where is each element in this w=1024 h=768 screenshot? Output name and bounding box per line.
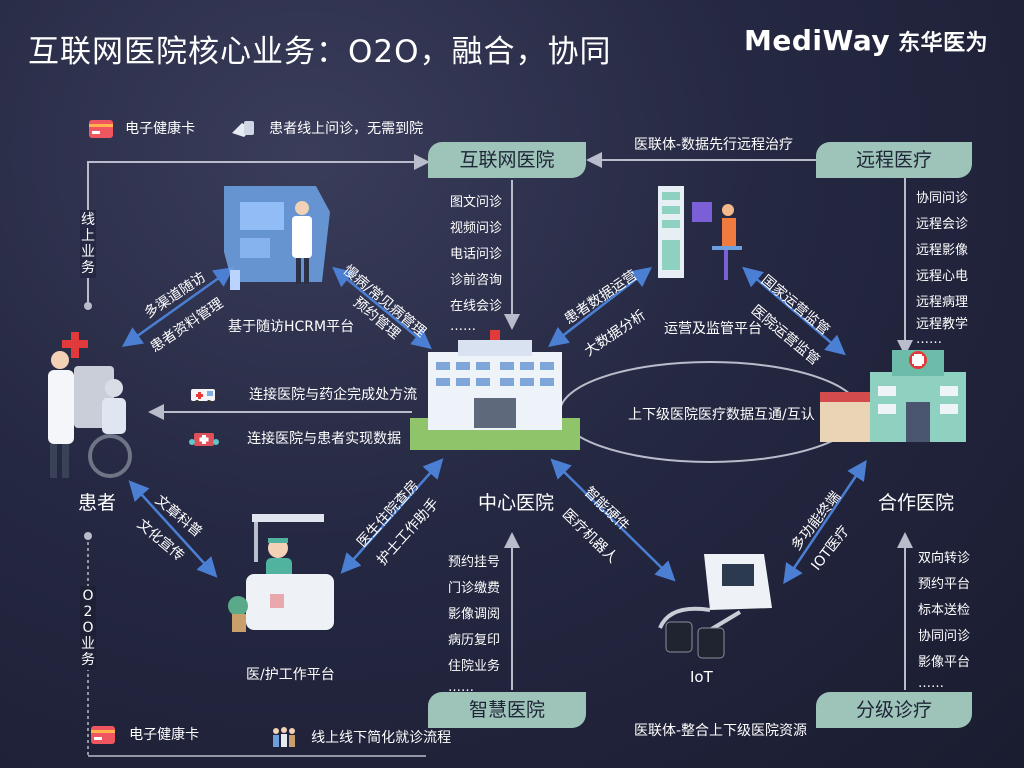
center-hospital-label: 中心医院 [478, 492, 555, 514]
bottom-flow-label: 线上线下简化就诊流程 [311, 729, 452, 746]
list-item: 电话问诊 [450, 247, 503, 262]
top-health-card: 电子健康卡 [88, 118, 195, 139]
hcrm-platform-illustration [224, 186, 330, 290]
list-item: 远程影像 [916, 243, 969, 258]
list-item: …… [916, 332, 942, 347]
list-item: 影像调阅 [448, 607, 501, 622]
credit-card-icon [91, 725, 115, 744]
bottom-flow: 线上线下简化就诊流程 [270, 726, 451, 748]
list-item: …… [918, 676, 944, 691]
list-item: 远程心电 [916, 269, 969, 284]
ops-platform-illustration [658, 186, 742, 280]
logo-en: MediWay [744, 24, 891, 57]
page-title: 互联网医院核心业务：O2O，融合，协同 [28, 34, 612, 70]
list-item: 视频问诊 [450, 221, 503, 236]
patient-label: 患者 [78, 492, 117, 514]
list-item: 影像平台 [918, 655, 971, 670]
list-item: 在线会诊 [450, 299, 503, 314]
partner-hospital-label: 合作医院 [878, 492, 955, 514]
node-remote-medical[interactable]: 远程医疗 [816, 142, 972, 178]
hand-phone-icon [232, 120, 254, 137]
ambulance-icon [191, 388, 215, 404]
patient-data-label: 连接医院与患者实现数据 [247, 431, 402, 447]
iot-label: IoT [690, 668, 713, 686]
nurse-platform-label: 医/护工作平台 [246, 667, 335, 683]
pharma-label: 连接医院与药企完成处方流 [249, 387, 418, 403]
remote-services-list: 协同问诊 远程会诊 远程影像 远程心电 远程病理 远程教学 …… [916, 186, 968, 346]
patient-illustration [48, 332, 132, 478]
hcrm-platform-label: 基于随访HCRM平台 [228, 319, 355, 335]
tiered-services-list: 双向转诊 预约平台 标本送检 协同问诊 影像平台 …… [918, 546, 970, 692]
node-tiered-care[interactable]: 分级诊疗 [816, 692, 972, 728]
list-item: …… [450, 319, 476, 334]
o2o-business-label: O2O业务 [80, 586, 96, 670]
list-item: 协同问诊 [918, 629, 971, 644]
node-smart-hospital[interactable]: 智慧医院 [428, 692, 586, 728]
list-item: 远程教学 [916, 317, 969, 332]
ops-platform-label: 运营及监管平台 [664, 321, 762, 337]
nurse-platform-illustration [228, 514, 334, 632]
top-online-consult: 患者线上问诊，无需到院 [230, 118, 423, 139]
list-item: 图文问诊 [450, 195, 503, 210]
list-item: 门诊缴费 [448, 581, 501, 596]
iot-device-illustration [658, 554, 772, 659]
credit-card-icon [89, 119, 113, 138]
bottom-health-card: 电子健康卡 [90, 724, 199, 745]
medical-kit-icon [189, 432, 219, 446]
list-item: 远程病理 [916, 295, 969, 310]
people-group-icon [273, 727, 295, 747]
list-item: 预约平台 [918, 577, 971, 592]
top-online-consult-label: 患者线上问诊，无需到院 [269, 121, 424, 137]
internet-services-list: 图文问诊 视频问诊 电话问诊 诊前咨询 在线会诊 …… [450, 190, 502, 334]
list-item: 远程会诊 [916, 217, 969, 232]
alliance-remote-label: 医联体-数据先行远程治疗 [634, 137, 794, 153]
smart-services-list: 预约挂号 门诊缴费 影像调阅 病历复印 住院业务 …… [448, 550, 500, 696]
top-health-card-label: 电子健康卡 [125, 121, 196, 137]
partner-hospital-illustration [820, 350, 966, 442]
logo-cn: 东华医为 [898, 31, 989, 56]
alliance-integrate-label: 医联体-整合上下级医院资源 [634, 723, 808, 739]
brand-logo: MediWay 东华医为 [744, 24, 988, 57]
bottom-health-card-label: 电子健康卡 [129, 727, 200, 743]
list-item: 病历复印 [448, 633, 501, 648]
list-item: 诊前咨询 [450, 273, 503, 288]
list-item: 协同问诊 [916, 191, 969, 206]
node-internet-hospital[interactable]: 互联网医院 [428, 142, 586, 178]
patient-data-row: 连接医院与患者实现数据 [188, 428, 401, 448]
list-item: 标本送检 [918, 603, 971, 618]
list-item: 预约挂号 [448, 555, 501, 570]
pharma-row: 连接医院与药企完成处方流 [190, 384, 417, 404]
center-hospital-illustration [410, 330, 580, 450]
list-item: 双向转诊 [918, 551, 971, 566]
list-item: 住院业务 [448, 659, 501, 674]
list-item: …… [448, 680, 474, 695]
online-business-label: 线上业务 [80, 210, 96, 278]
data-exchange-label: 上下级医院医疗数据互通/互认 [628, 407, 815, 423]
